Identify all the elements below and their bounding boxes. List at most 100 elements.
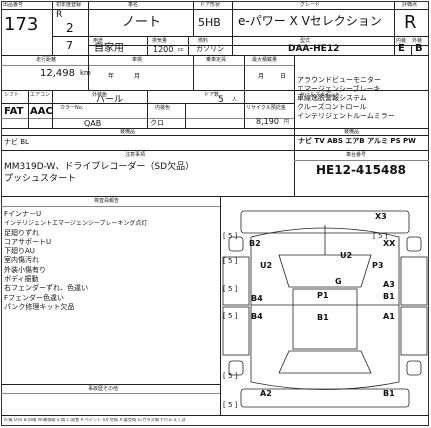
label-inspection: 車検 (132, 57, 143, 63)
roof-shape (292, 288, 358, 350)
label-car-name: 車名 (128, 2, 139, 8)
int-color-value: クロ (150, 119, 164, 127)
capacity-unit: 人 (232, 97, 238, 103)
aircon-value: AAC (30, 106, 53, 117)
label-exterior: 外装 (412, 38, 423, 44)
label-mileage: 走行距離 (36, 57, 57, 63)
bracket-mark: [ 5 ] (223, 285, 238, 293)
inspector-line: Fフェンダー色違い (4, 293, 65, 302)
label-interior: 内装 (396, 38, 407, 44)
option-item: クルーズコントロール (297, 103, 367, 111)
label-fuel: 燃料 (198, 38, 209, 44)
label-color-no: カラーNo. (60, 105, 84, 111)
label-chassis: 車台番号 (346, 152, 367, 158)
note-line-2: プッシュスタート (4, 174, 77, 184)
option-item: エマージェンシーブレーキ (297, 85, 381, 93)
label-history: 事故歴その他 (88, 386, 119, 392)
mark: B2 (249, 239, 261, 248)
label-cc: 排気量 (152, 38, 168, 44)
inspect-month-unit: 月 (134, 73, 141, 80)
model-code: DAA-HE12 (288, 44, 340, 54)
mark: A2 (260, 389, 272, 398)
label-door: ドア形状 (200, 2, 221, 8)
equipment-line: ナビ TV ABS エアB アルミ PS PW (298, 137, 416, 145)
fuel-value: ガソリン (196, 45, 224, 53)
year-bottom: 7 (66, 39, 73, 52)
inspector-line: 室内傷汚れ (4, 256, 39, 265)
mark: B4 (251, 312, 263, 321)
label-aircon: エアコン (30, 92, 51, 98)
option-item: アラウンドビューモニター (297, 76, 381, 84)
label-recycle: リサイクル預託金 (246, 105, 286, 111)
mark: U2 (340, 251, 353, 260)
label-color: 外装色 (92, 92, 108, 98)
right-front-door (400, 256, 428, 306)
navi-note: ナビ BL (4, 138, 29, 146)
displacement-value: 1200 (153, 45, 174, 54)
label-shift: シフト (4, 92, 20, 98)
mark: U2 (260, 261, 273, 270)
option-item: インテリジェントルームミラー (297, 112, 395, 120)
wheel-rr (406, 360, 422, 376)
inspector-line: インテリジェントエマージェンシーブレーキング点灯 (4, 220, 148, 228)
mark: A3 (383, 280, 395, 289)
label-grade: グレード (300, 2, 321, 8)
bracket-mark: [ 5 ] (223, 312, 238, 320)
era-letter: R (56, 10, 63, 20)
inspect-year-unit: 年 (108, 73, 115, 80)
mark: P1 (317, 291, 329, 300)
rear-bumper-shape (240, 388, 410, 408)
inspector-line: 右フェンダーずれ、色違い (4, 284, 89, 293)
label-options: セールスポイント (300, 92, 341, 98)
inspector-line: Fインナ－U (4, 210, 42, 218)
inspector-line: コアサポートU (4, 237, 52, 246)
right-rear-door (400, 306, 428, 356)
label-equipment-2: 装備品 (344, 129, 360, 135)
windshield-shape (278, 254, 372, 288)
grade-name: e-パワー X Vセレクション (238, 14, 382, 28)
options-list: アラウンドビューモニター エマージェンシーブレーキ 車線逸脱警報システム クルー… (297, 76, 427, 121)
car-diagram (222, 210, 428, 408)
label-capacity: 乗車定員 (206, 57, 227, 63)
mileage-unit: km (80, 69, 91, 77)
inspector-line: 外装小傷有り (4, 265, 46, 274)
bracket-mark: [ 5 ] (223, 401, 238, 409)
exterior-grade: B (415, 43, 423, 54)
label-int-color: 内装色 (155, 105, 171, 111)
left-rear-door (222, 306, 250, 356)
inspector-lines: Fインナ－U インテリジェントエマージェンシーブレーキング点灯 足廻りずれ コア… (4, 210, 218, 312)
year-top: 2 (66, 21, 74, 35)
inspector-line: 足廻りずれ (4, 228, 39, 237)
inspector-line: パンク修理キット欠品 (4, 302, 75, 311)
bracket-mark: [ 5 ] (223, 257, 238, 265)
cc-unit: cc (178, 47, 184, 53)
mark: B1 (383, 292, 395, 301)
wheel-fr (406, 236, 422, 252)
wheel-rl (228, 360, 244, 376)
mark: B1 (317, 313, 329, 322)
door-type: 5HB (198, 16, 221, 29)
chassis-number: HE12-415488 (316, 163, 407, 177)
car-name: ノート (122, 15, 162, 30)
label-inspector: 検査員報告 (94, 198, 120, 204)
body-outline (250, 227, 400, 390)
mark: X3 (375, 212, 387, 221)
bracket-mark: [ 5 ] (223, 232, 238, 240)
bracket-mark: [ 5 ] (223, 372, 238, 380)
mark: G (335, 277, 342, 286)
label-year: 初年度登録 (56, 2, 82, 8)
label-model: 型式 (300, 38, 311, 44)
left-front-door (222, 256, 250, 306)
load-day: 日 (280, 73, 287, 80)
label-score: 評価点 (402, 2, 418, 8)
footer-legend: A:傷 U:凹 B:凹傷 W:補修跡 S:錆 C:腐食 P:ペイント XX:交換… (4, 418, 186, 422)
inspector-line: ボディ振動 (4, 275, 39, 284)
lot-number: 173 (4, 14, 39, 35)
color-code: QAB (84, 119, 102, 128)
capacity-value: 5 (218, 95, 224, 105)
recycle-unit: 円 (284, 119, 290, 125)
mileage-value: 12,498 (40, 68, 75, 79)
mark: B4 (251, 294, 263, 303)
